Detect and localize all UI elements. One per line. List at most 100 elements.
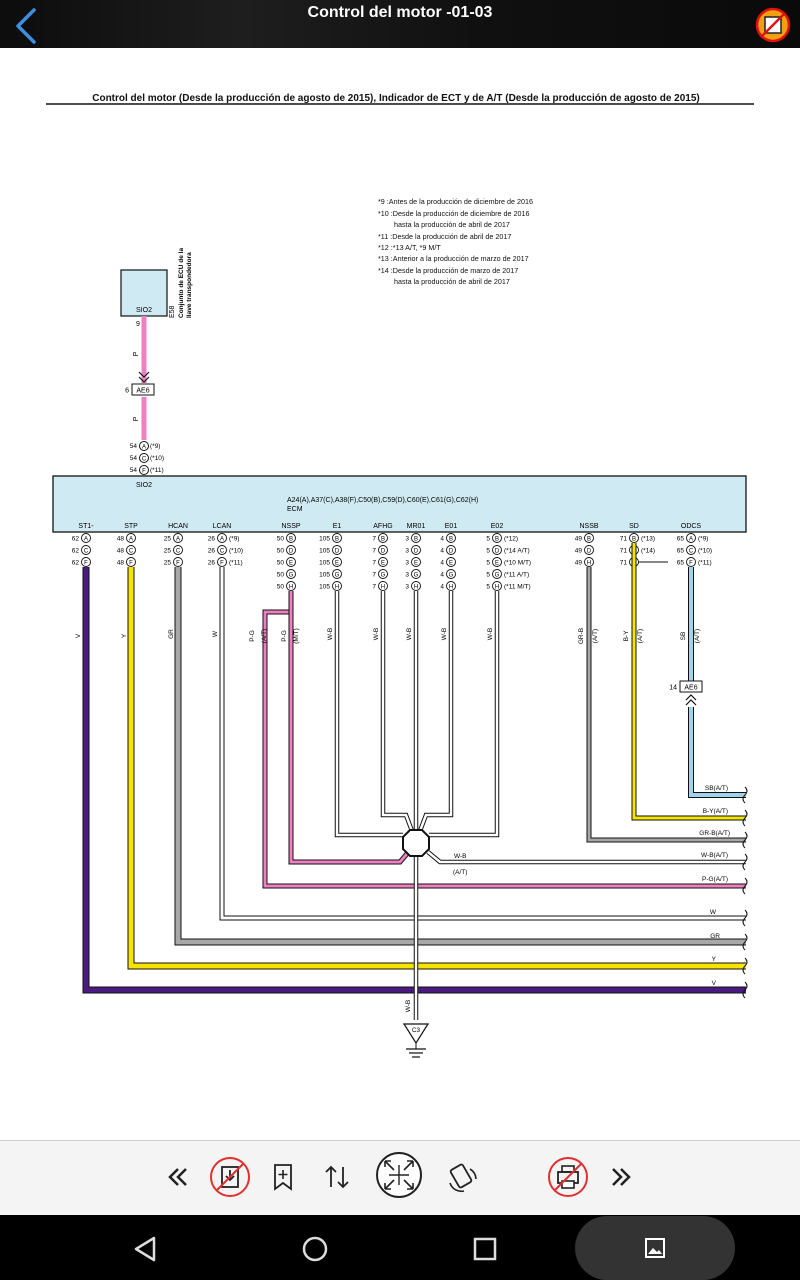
nav-home-icon <box>302 1236 328 1262</box>
nav-recents-button[interactable] <box>465 1229 505 1269</box>
note-line: *12 :*13 A/T, *9 M/T <box>378 243 441 252</box>
pin-letter: E <box>449 560 453 566</box>
first-page-icon <box>168 1168 187 1186</box>
pin-number: 5 <box>486 584 490 591</box>
transponder-pin-label: SIO2 <box>136 307 152 314</box>
wire-label-by: B-Y <box>623 630 630 642</box>
wire-label-pg: P-G <box>249 630 256 642</box>
wire-grb-outline <box>586 567 746 843</box>
ecm-sio2-label: SIO2 <box>136 482 152 489</box>
ground-name: C3 <box>412 1027 421 1034</box>
rotate-button[interactable] <box>440 1155 484 1199</box>
pin-circle <box>217 533 227 543</box>
pin-number: 4 <box>440 548 444 555</box>
wire-label-p: P <box>133 416 140 421</box>
ecm-terminal-label: ODCS <box>681 523 702 530</box>
first-page-button[interactable] <box>156 1155 200 1199</box>
pin-letter: C <box>129 548 134 554</box>
edit-disabled-icon <box>755 7 791 43</box>
pin-number: 50 <box>277 572 285 579</box>
pin-number: 4 <box>440 584 444 591</box>
bookmark-button[interactable] <box>261 1155 305 1199</box>
pin-note: (*13) <box>641 536 655 543</box>
app-bar: Control del motor -01-03 <box>0 0 800 48</box>
wire-label-wb: W-B <box>406 628 413 641</box>
pin-letter: D <box>587 548 592 554</box>
rotate-icon <box>449 1163 477 1193</box>
nav-home-button[interactable] <box>295 1229 335 1269</box>
pin-letter: B <box>587 536 591 542</box>
document-view[interactable]: Control del motor (Desde la producción d… <box>0 48 800 1140</box>
pin-letter: C <box>176 548 181 554</box>
pin-letter: B <box>632 536 636 542</box>
wire-label-w: W <box>212 630 219 637</box>
pin-note: (*12) <box>504 536 518 543</box>
edit-disabled-button[interactable] <box>754 6 792 44</box>
pin-note: (*9) <box>229 536 239 543</box>
print-button[interactable] <box>546 1155 590 1199</box>
ecm-terminal-label: LCAN <box>213 523 232 530</box>
pin-circle <box>686 557 696 567</box>
pin-circle <box>492 545 502 555</box>
diagram-header: Control del motor (Desde la producción d… <box>92 93 700 104</box>
transponder-name-1: Conjunto de ECU de la <box>178 248 185 318</box>
edge-label-gr: GR <box>710 933 720 940</box>
wire-sb-bottom <box>689 707 746 797</box>
save-button[interactable] <box>208 1155 252 1199</box>
pin-circle <box>332 581 342 591</box>
wire-v <box>83 567 746 993</box>
wire-label-p: P <box>133 351 140 356</box>
pin-letter: D <box>289 548 294 554</box>
pin-letter: G <box>335 572 340 578</box>
pin-circle <box>411 581 421 591</box>
pin-letter: B <box>414 536 418 542</box>
screenshot-pill[interactable] <box>575 1216 735 1280</box>
pin-letter: C <box>84 548 89 554</box>
wire-wb-afhg-outline <box>380 591 415 832</box>
nav-back-button[interactable] <box>126 1229 166 1269</box>
pin-note: (*10 M/T) <box>504 560 531 567</box>
wire-wb-e02 <box>429 591 499 837</box>
viewer-toolbar <box>0 1140 800 1216</box>
last-page-button[interactable] <box>599 1155 643 1199</box>
pin-circle <box>217 545 227 555</box>
pin-circle <box>332 545 342 555</box>
wire-label-pg-note: (M/T) <box>293 628 300 644</box>
note-line: *14 :Desde la producción de marzo de 201… <box>378 266 518 275</box>
edge-label-w: W <box>710 909 717 916</box>
pin-number: 62 <box>72 548 80 555</box>
fit-screen-button[interactable] <box>375 1151 423 1199</box>
wire-break-mark <box>742 831 748 849</box>
fit-screen-icon <box>376 1152 422 1198</box>
pin-circle <box>81 557 91 567</box>
pin-letter: E <box>495 560 499 566</box>
pin-number: 25 <box>164 536 172 543</box>
pin-letter: A <box>689 536 693 542</box>
pin-letter: B <box>495 536 499 542</box>
ecm-terminal-label: AFHG <box>373 523 392 530</box>
pin-letter: E <box>289 560 293 566</box>
pin-circle <box>686 533 696 543</box>
pin-letter: B <box>449 536 453 542</box>
pin-circle <box>173 557 183 567</box>
wire-wb-e02-outline <box>429 591 500 838</box>
pin-circle <box>378 533 388 543</box>
pin-number: 25 <box>164 548 172 555</box>
edge-label-pg: P-G(A/T) <box>702 876 728 883</box>
pin-number: 49 <box>575 560 583 567</box>
pin-letter: A <box>220 536 224 542</box>
pin-number: 54 <box>130 455 138 462</box>
pin-letter: G <box>414 572 419 578</box>
pin-number: 71 <box>620 536 628 543</box>
edge-label-by: B-Y(A/T) <box>703 808 728 815</box>
sort-button[interactable] <box>315 1155 359 1199</box>
pin-letter: D <box>495 548 500 554</box>
transponder-name-2: llave transpondedora <box>186 252 193 318</box>
pin-number: 7 <box>372 536 376 543</box>
wire-by <box>632 543 746 820</box>
back-button[interactable] <box>6 4 46 46</box>
pin-number: 50 <box>277 548 285 555</box>
sort-icon <box>325 1165 349 1189</box>
wire-label-sb: SB <box>680 632 687 641</box>
ecm-terminal-label: ST1- <box>78 523 94 530</box>
